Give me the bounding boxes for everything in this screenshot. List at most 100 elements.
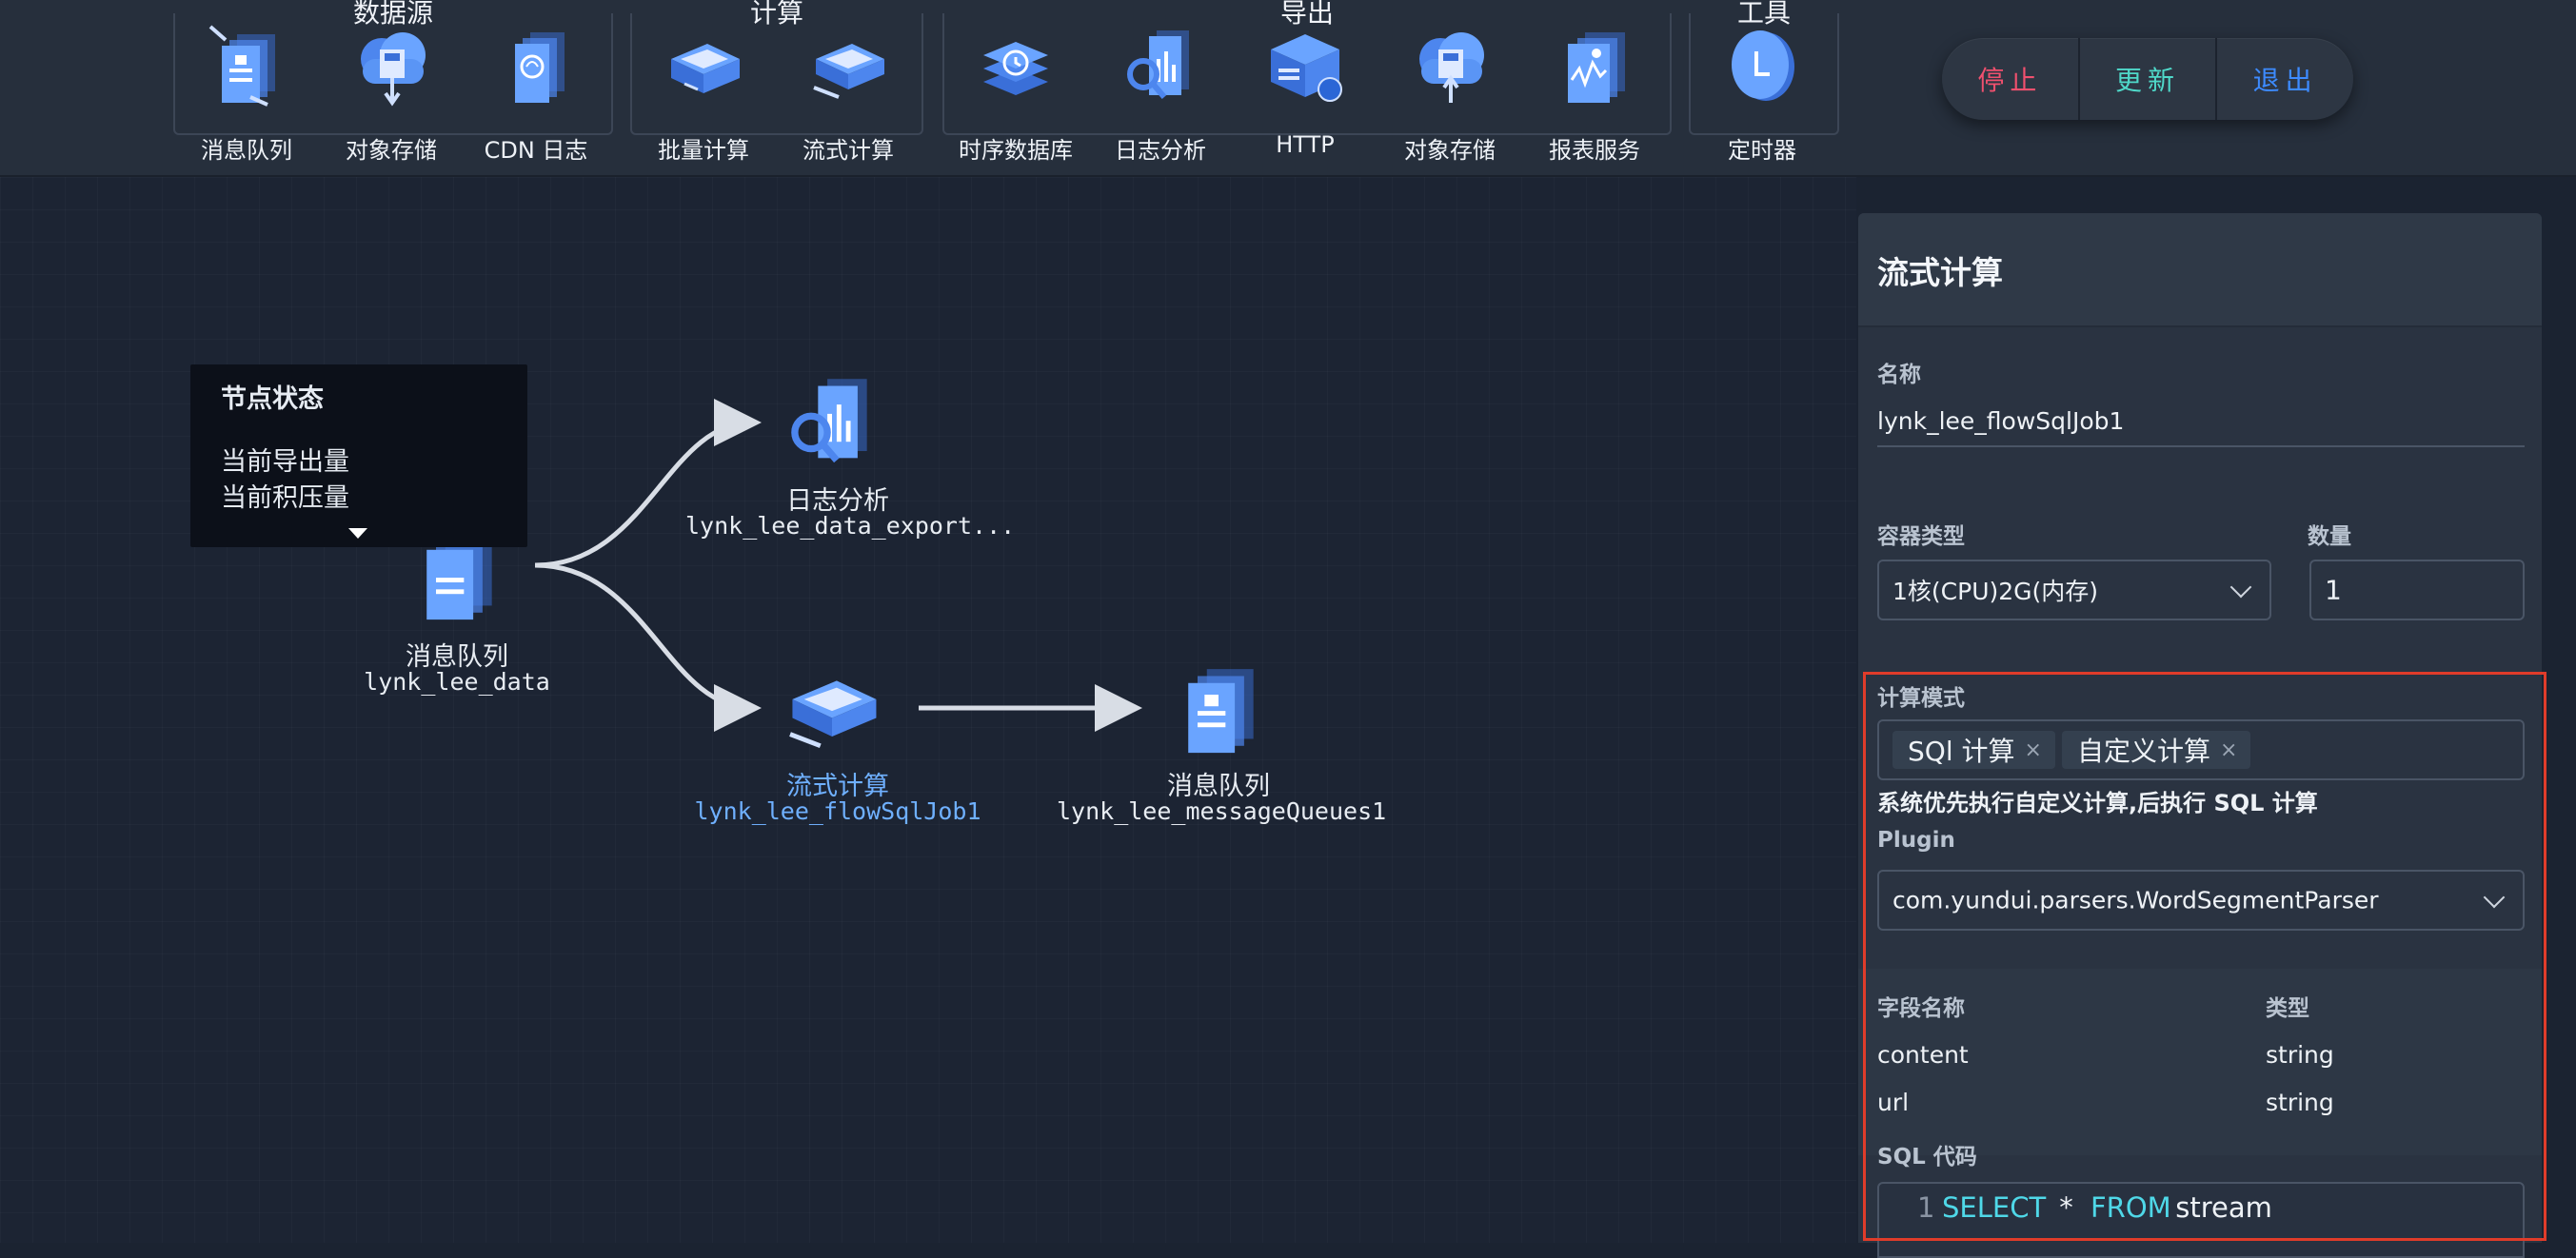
tool-timeseries-db[interactable]: 时序数据库 <box>944 13 1087 164</box>
group-title-datasource: 数据源 <box>343 0 443 29</box>
message-queue-icon <box>426 536 492 620</box>
tool-label: 定时器 <box>1728 137 1796 164</box>
tool-object-storage-export[interactable]: 对象存储 <box>1378 13 1521 164</box>
name-input[interactable]: lynk_lee_flowSqlJob1 <box>1877 407 2125 435</box>
stream-compute-icon <box>789 680 877 749</box>
group-title-compute: 计算 <box>740 0 813 29</box>
tooltip-caret-icon <box>348 528 367 539</box>
tool-label: 日志分析 <box>1115 137 1206 164</box>
compute-mode-label: 计算模式 <box>1877 686 1965 711</box>
toolbar-group-tools: 工具 <box>1689 0 1839 135</box>
report-service-icon <box>1568 32 1625 103</box>
node-name: lynk_lee_data <box>364 668 550 696</box>
panel-header: 流式计算 <box>1858 213 2542 327</box>
node-source-message-queue[interactable]: 消息队列 lynk_lee_data <box>343 491 571 696</box>
tool-label: 对象存储 <box>346 137 437 164</box>
message-queue-icon <box>1188 669 1254 754</box>
top-toolbar: 数据源 消息队列 对象存储 CDN 日志 <box>0 0 2576 177</box>
field-type-header: 类型 <box>2266 996 2309 1021</box>
tool-label: HTTP <box>1276 131 1335 158</box>
flow-canvas[interactable]: 消息队列 lynk_lee_data 日志分析 lynk_lee_data_ex… <box>0 177 1856 1243</box>
close-icon[interactable]: × <box>2024 737 2042 762</box>
stop-button[interactable]: 停止 <box>1977 65 2043 96</box>
edge-source-to-stream <box>534 562 762 732</box>
sql-star: * <box>2051 1191 2082 1224</box>
toolbar-group-datasource: 数据源 <box>173 0 613 135</box>
object-storage-export-icon <box>1419 32 1484 103</box>
plugin-select[interactable]: com.yundui.parsers.WordSegmentParser <box>1877 870 2525 931</box>
sql-code-editor[interactable]: 1 SELECT * FROM stream <box>1877 1182 2525 1258</box>
node-type: 消息队列 <box>406 642 508 672</box>
field-type-cell: string <box>2266 1041 2334 1069</box>
tool-label: 时序数据库 <box>959 137 1073 164</box>
sql-keyword-select: SELECT <box>1942 1191 2047 1224</box>
tool-log-analysis[interactable]: 日志分析 <box>1089 13 1232 164</box>
cdn-log-icon <box>515 32 565 103</box>
toolbar-group-compute: 计算 <box>630 0 923 135</box>
container-type-value: 1核(CPU)2G(内存) <box>1892 578 2099 605</box>
field-name-header: 字段名称 <box>1877 996 1965 1021</box>
tooltip-title: 节点状态 <box>221 384 324 414</box>
sql-keyword-from: FROM <box>2091 1191 2171 1224</box>
sql-code-label: SQL 代码 <box>1877 1145 1977 1170</box>
edge-source-to-log <box>534 399 762 568</box>
log-analysis-icon <box>1127 30 1189 99</box>
stream-compute-icon <box>813 44 884 99</box>
mode-tag-custom[interactable]: 自定义计算 × <box>2062 731 2251 769</box>
count-input[interactable]: 1 <box>2309 560 2525 620</box>
tool-object-storage[interactable]: 对象存储 <box>320 13 463 164</box>
toolbar-group-export: 导出 <box>942 0 1672 135</box>
field-name-cell: url <box>1877 1089 1910 1116</box>
node-sink-message-queue[interactable]: 消息队列 lynk_lee_messageQueues1 <box>1057 653 1387 843</box>
panel-title: 流式计算 <box>1877 254 2003 291</box>
close-icon[interactable]: × <box>2220 737 2238 762</box>
mode-tag-sql[interactable]: SQl 计算× <box>1892 731 2055 769</box>
tool-report-service[interactable]: 报表服务 <box>1523 13 1666 164</box>
log-analysis-icon <box>791 379 867 463</box>
name-label: 名称 <box>1877 363 1921 387</box>
tool-cdn-log[interactable]: CDN 日志 <box>465 13 607 164</box>
group-title-tools: 工具 <box>1727 0 1800 29</box>
node-status-tooltip: 节点状态 当前导出量 当前积压量 <box>190 364 527 547</box>
node-name: lynk_lee_data_export... <box>685 512 1016 540</box>
tool-label: 消息队列 <box>201 137 292 164</box>
http-icon <box>1271 34 1342 102</box>
exit-button[interactable]: 退出 <box>2215 38 2353 120</box>
container-type-label: 容器类型 <box>1877 524 1965 549</box>
tooltip-backlog-count: 当前积压量 <box>221 483 349 513</box>
node-name: lynk_lee_flowSqlJob1 <box>694 797 981 825</box>
node-type: 流式计算 <box>786 772 889 801</box>
node-name: lynk_lee_messageQueues1 <box>1057 797 1387 825</box>
tool-message-queue[interactable]: 消息队列 <box>175 13 318 164</box>
mode-tag-label: 自定义计算 <box>2077 736 2211 767</box>
count-value: 1 <box>2325 574 2342 606</box>
update-button[interactable]: 更新 <box>2077 38 2216 120</box>
tool-label: 流式计算 <box>803 137 894 164</box>
message-queue-icon <box>208 25 275 107</box>
plugin-value: com.yundui.parsers.WordSegmentParser <box>1892 886 2379 914</box>
sql-table: stream <box>2167 1191 2272 1224</box>
chevron-down-icon <box>2229 576 2252 599</box>
node-log-analysis[interactable]: 日志分析 lynk_lee_data_export... <box>685 367 1016 558</box>
tool-http[interactable]: HTTP <box>1234 13 1377 158</box>
line-number: 1 <box>1917 1191 1935 1224</box>
tool-stream-compute[interactable]: 流式计算 <box>777 13 920 164</box>
tool-timer[interactable]: 定时器 <box>1691 13 1833 164</box>
container-type-select[interactable]: 1核(CPU)2G(内存) <box>1877 560 2271 620</box>
node-stream-compute[interactable]: 流式计算 lynk_lee_flowSqlJob1 <box>685 653 990 843</box>
flow-edges <box>534 399 1142 732</box>
fields-table <box>1858 969 2542 1155</box>
tool-batch-compute[interactable]: 批量计算 <box>632 13 775 164</box>
field-name-cell: content <box>1877 1041 1969 1069</box>
count-label: 数量 <box>2308 524 2351 549</box>
timeseries-db-icon <box>983 42 1048 95</box>
compute-mode-select[interactable]: SQl 计算× 自定义计算 × <box>1877 719 2525 780</box>
object-storage-icon <box>361 32 426 107</box>
name-input-underline <box>1877 445 2525 447</box>
field-type-cell: string <box>2266 1089 2334 1116</box>
chevron-down-icon <box>2483 886 2506 909</box>
compute-mode-hint: 系统优先执行自定义计算,后执行 SQL 计算 <box>1877 790 2318 816</box>
group-title-export: 导出 <box>1270 0 1343 29</box>
tool-label: CDN 日志 <box>484 137 588 164</box>
action-button-group: 停止 更新 退出 <box>1942 38 2353 120</box>
